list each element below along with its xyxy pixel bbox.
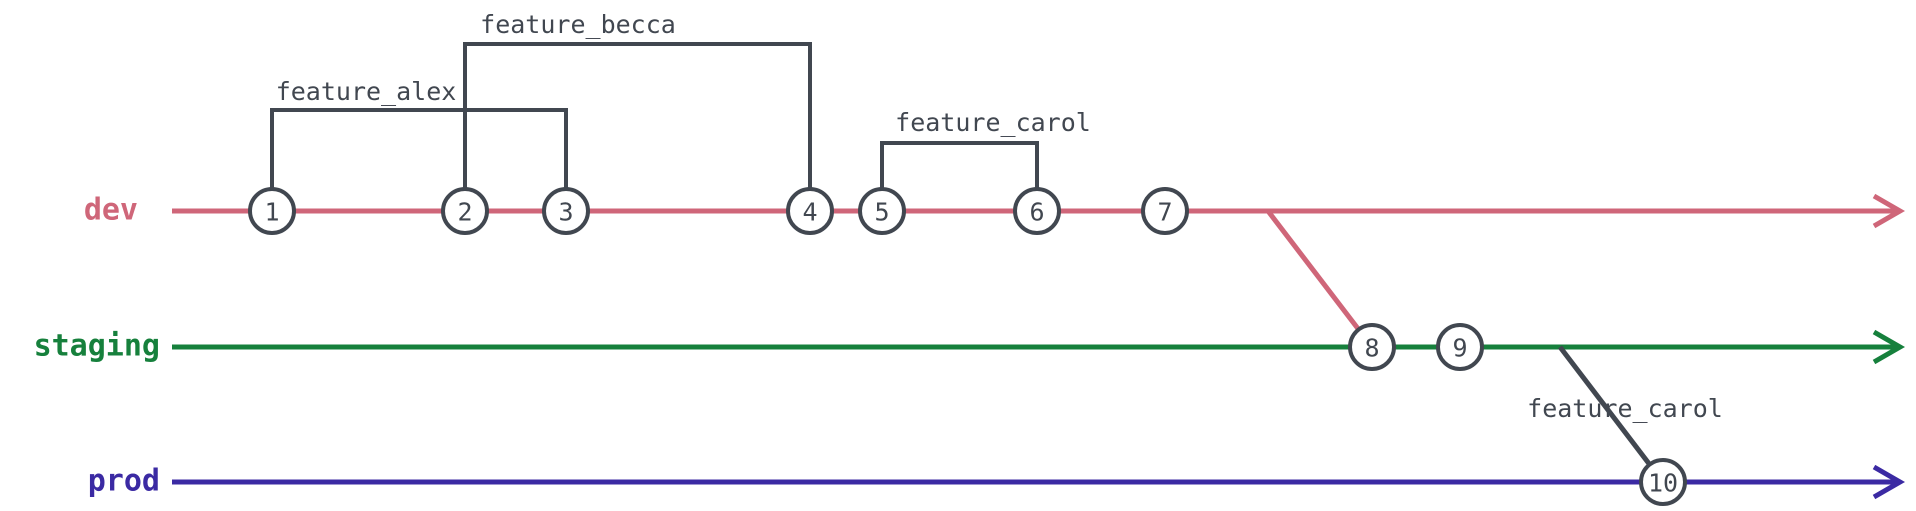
commit-node-3[interactable]: 3 (542, 187, 590, 235)
branch-label-staging: staging (34, 329, 160, 364)
feature-label-feature_carol: feature_carol (895, 108, 1091, 137)
commit-label-9: 9 (1452, 334, 1467, 363)
feature-bracket-feature_alex (270, 108, 568, 211)
commit-node-8[interactable]: 8 (1348, 323, 1396, 371)
commit-label-8: 8 (1364, 334, 1379, 363)
commit-label-5: 5 (874, 198, 889, 227)
commit-circle-7[interactable] (1141, 187, 1189, 235)
commit-label-4: 4 (802, 198, 817, 227)
commit-circle-4[interactable] (786, 187, 834, 235)
commit-node-9[interactable]: 9 (1436, 323, 1484, 371)
commit-circle-9[interactable] (1436, 323, 1484, 371)
merge-lines-group (1266, 209, 1665, 484)
commit-label-7: 7 (1157, 198, 1172, 227)
commit-node-1[interactable]: 1 (248, 187, 296, 235)
commit-circle-5[interactable] (858, 187, 906, 235)
feature-bracket-feature_becca (463, 42, 812, 211)
commit-circle-2[interactable] (441, 187, 489, 235)
merge-label-feature_carol_merge: feature_carol (1527, 394, 1723, 423)
commit-node-10[interactable]: 10 (1639, 458, 1687, 506)
commit-node-5[interactable]: 5 (858, 187, 906, 235)
branch-arrow-dev (1872, 193, 1906, 229)
commit-label-10: 10 (1648, 469, 1678, 498)
commit-circle-3[interactable] (542, 187, 590, 235)
commit-circle-10[interactable] (1639, 458, 1687, 506)
branch-labels-group: dev staging prod (34, 193, 160, 499)
feature-label-feature_becca: feature_becca (480, 10, 676, 39)
commit-node-2[interactable]: 2 (441, 187, 489, 235)
commit-node-6[interactable]: 6 (1013, 187, 1061, 235)
branch-arrow-prod (1872, 464, 1906, 500)
commit-label-6: 6 (1029, 198, 1044, 227)
branch-arrow-staging (1872, 329, 1906, 365)
commit-circle-6[interactable] (1013, 187, 1061, 235)
feature-bracket-feature_carol (880, 141, 1039, 211)
merge-line-dev-to-staging (1266, 209, 1374, 349)
commit-circle-8[interactable] (1348, 323, 1396, 371)
commit-node-4[interactable]: 4 (786, 187, 834, 235)
branch-label-prod: prod (88, 464, 160, 499)
commit-label-1: 1 (264, 198, 279, 227)
merge-line-staging-to-prod (1558, 345, 1665, 484)
commit-circle-1[interactable] (248, 187, 296, 235)
commit-label-2: 2 (457, 198, 472, 227)
feature-brackets-group: feature_alex feature_becca feature_carol (270, 10, 1091, 211)
commit-nodes-group: 1 2 3 4 5 6 7 8 9 10 (248, 187, 1687, 506)
commit-node-7[interactable]: 7 (1141, 187, 1189, 235)
merge-labels-group: feature_carol (1527, 394, 1723, 423)
commit-label-3: 3 (558, 198, 573, 227)
branch-label-dev: dev (84, 193, 138, 228)
feature-label-feature_alex: feature_alex (276, 77, 457, 106)
